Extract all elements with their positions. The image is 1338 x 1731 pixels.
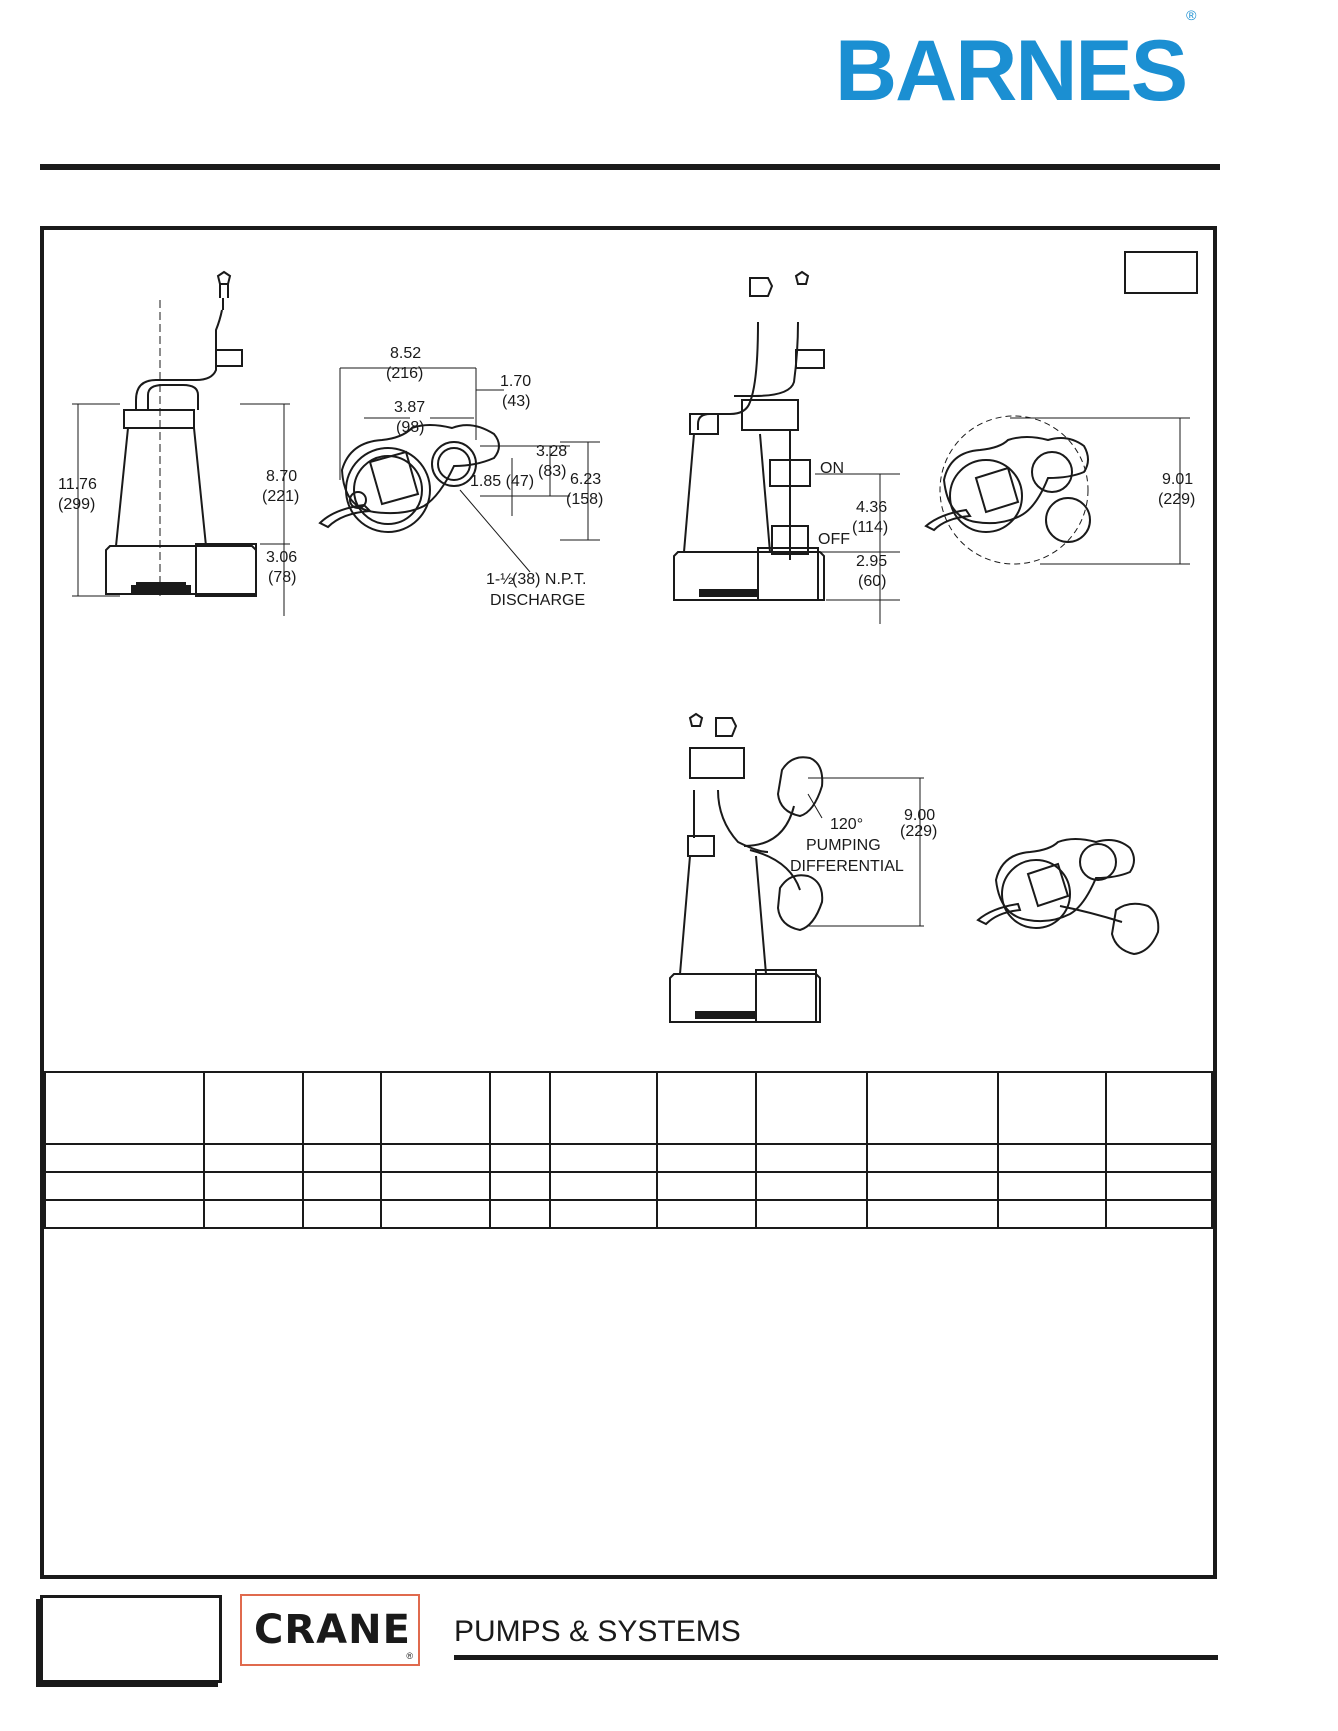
dim-discharge-offset: 1.85 (47)	[470, 473, 534, 490]
dim-height-mid-mm: (221)	[262, 488, 299, 505]
crane-logo: CRANE ®	[240, 1594, 420, 1666]
spec-table	[44, 1071, 1214, 1229]
pump-side-view	[72, 270, 290, 616]
dim-height-mid: 8.70	[266, 468, 297, 485]
dim-offset: 1.70	[500, 373, 531, 390]
footer-tagline: PUMPS & SYSTEMS	[454, 1615, 741, 1648]
page-number-box	[1124, 251, 1198, 294]
dim-width: 8.52	[390, 345, 421, 362]
differential-label-1: PUMPING	[806, 837, 881, 854]
content-frame	[40, 226, 1217, 1579]
dim-height-base: 3.06	[266, 549, 297, 566]
dim-depth-mm: (83)	[538, 463, 566, 480]
dim-height-total: 11.76	[58, 476, 97, 493]
table-row	[44, 1143, 1214, 1173]
dim-off-height-mm: (60)	[858, 573, 886, 590]
dim-width-mm: (216)	[386, 365, 423, 382]
dim-on-height: 4.36	[856, 499, 887, 516]
pump-vertical-float-top-view	[924, 415, 1190, 565]
differential-label-2: DIFFERENTIAL	[790, 858, 904, 875]
dim-on-height-mm: (114)	[852, 519, 888, 536]
dim-center: 3.87	[394, 399, 425, 416]
dim-total-depth: 6.23	[570, 471, 601, 488]
dim-height-total-mm: (299)	[58, 496, 95, 513]
header-rule	[40, 164, 1220, 170]
dim-discharge-size: (38) N.P.T.	[512, 571, 586, 588]
pump-tethered-float-view	[669, 712, 924, 1023]
spec-table-header	[44, 1071, 1214, 1145]
pump-tethered-float-top-view	[976, 838, 1160, 956]
dim-float-width: 9.01	[1162, 471, 1193, 488]
dim-height-base-mm: (78)	[268, 569, 296, 586]
float-off-label: OFF	[818, 531, 850, 548]
pump-top-view	[318, 367, 600, 573]
table-row	[44, 1199, 1214, 1229]
discharge-fraction: 1-½	[486, 571, 514, 588]
tether-angle: 120°	[830, 816, 863, 833]
dim-tether-height-mm: (229)	[900, 823, 937, 840]
crane-logo-text: CRANE	[254, 1607, 411, 1653]
dim-tether-height: 9.00	[904, 807, 935, 824]
footer-rule	[454, 1655, 1218, 1660]
dim-float-width-mm: (229)	[1158, 491, 1195, 508]
footer-page-box	[40, 1595, 222, 1683]
brand-logo: BARNES®	[835, 7, 1197, 119]
dim-total-depth-mm: (158)	[566, 491, 603, 508]
dim-offset-mm: (43)	[502, 393, 530, 410]
discharge-label: DISCHARGE	[490, 592, 585, 609]
dim-center-mm: (98)	[396, 419, 424, 436]
table-row	[44, 1171, 1214, 1201]
crane-registered-mark: ®	[406, 1651, 413, 1661]
float-on-label: ON	[820, 460, 844, 477]
dim-depth: 3.28	[536, 443, 567, 460]
dim-off-height: 2.95	[856, 553, 887, 570]
pump-vertical-float-view	[673, 270, 900, 624]
